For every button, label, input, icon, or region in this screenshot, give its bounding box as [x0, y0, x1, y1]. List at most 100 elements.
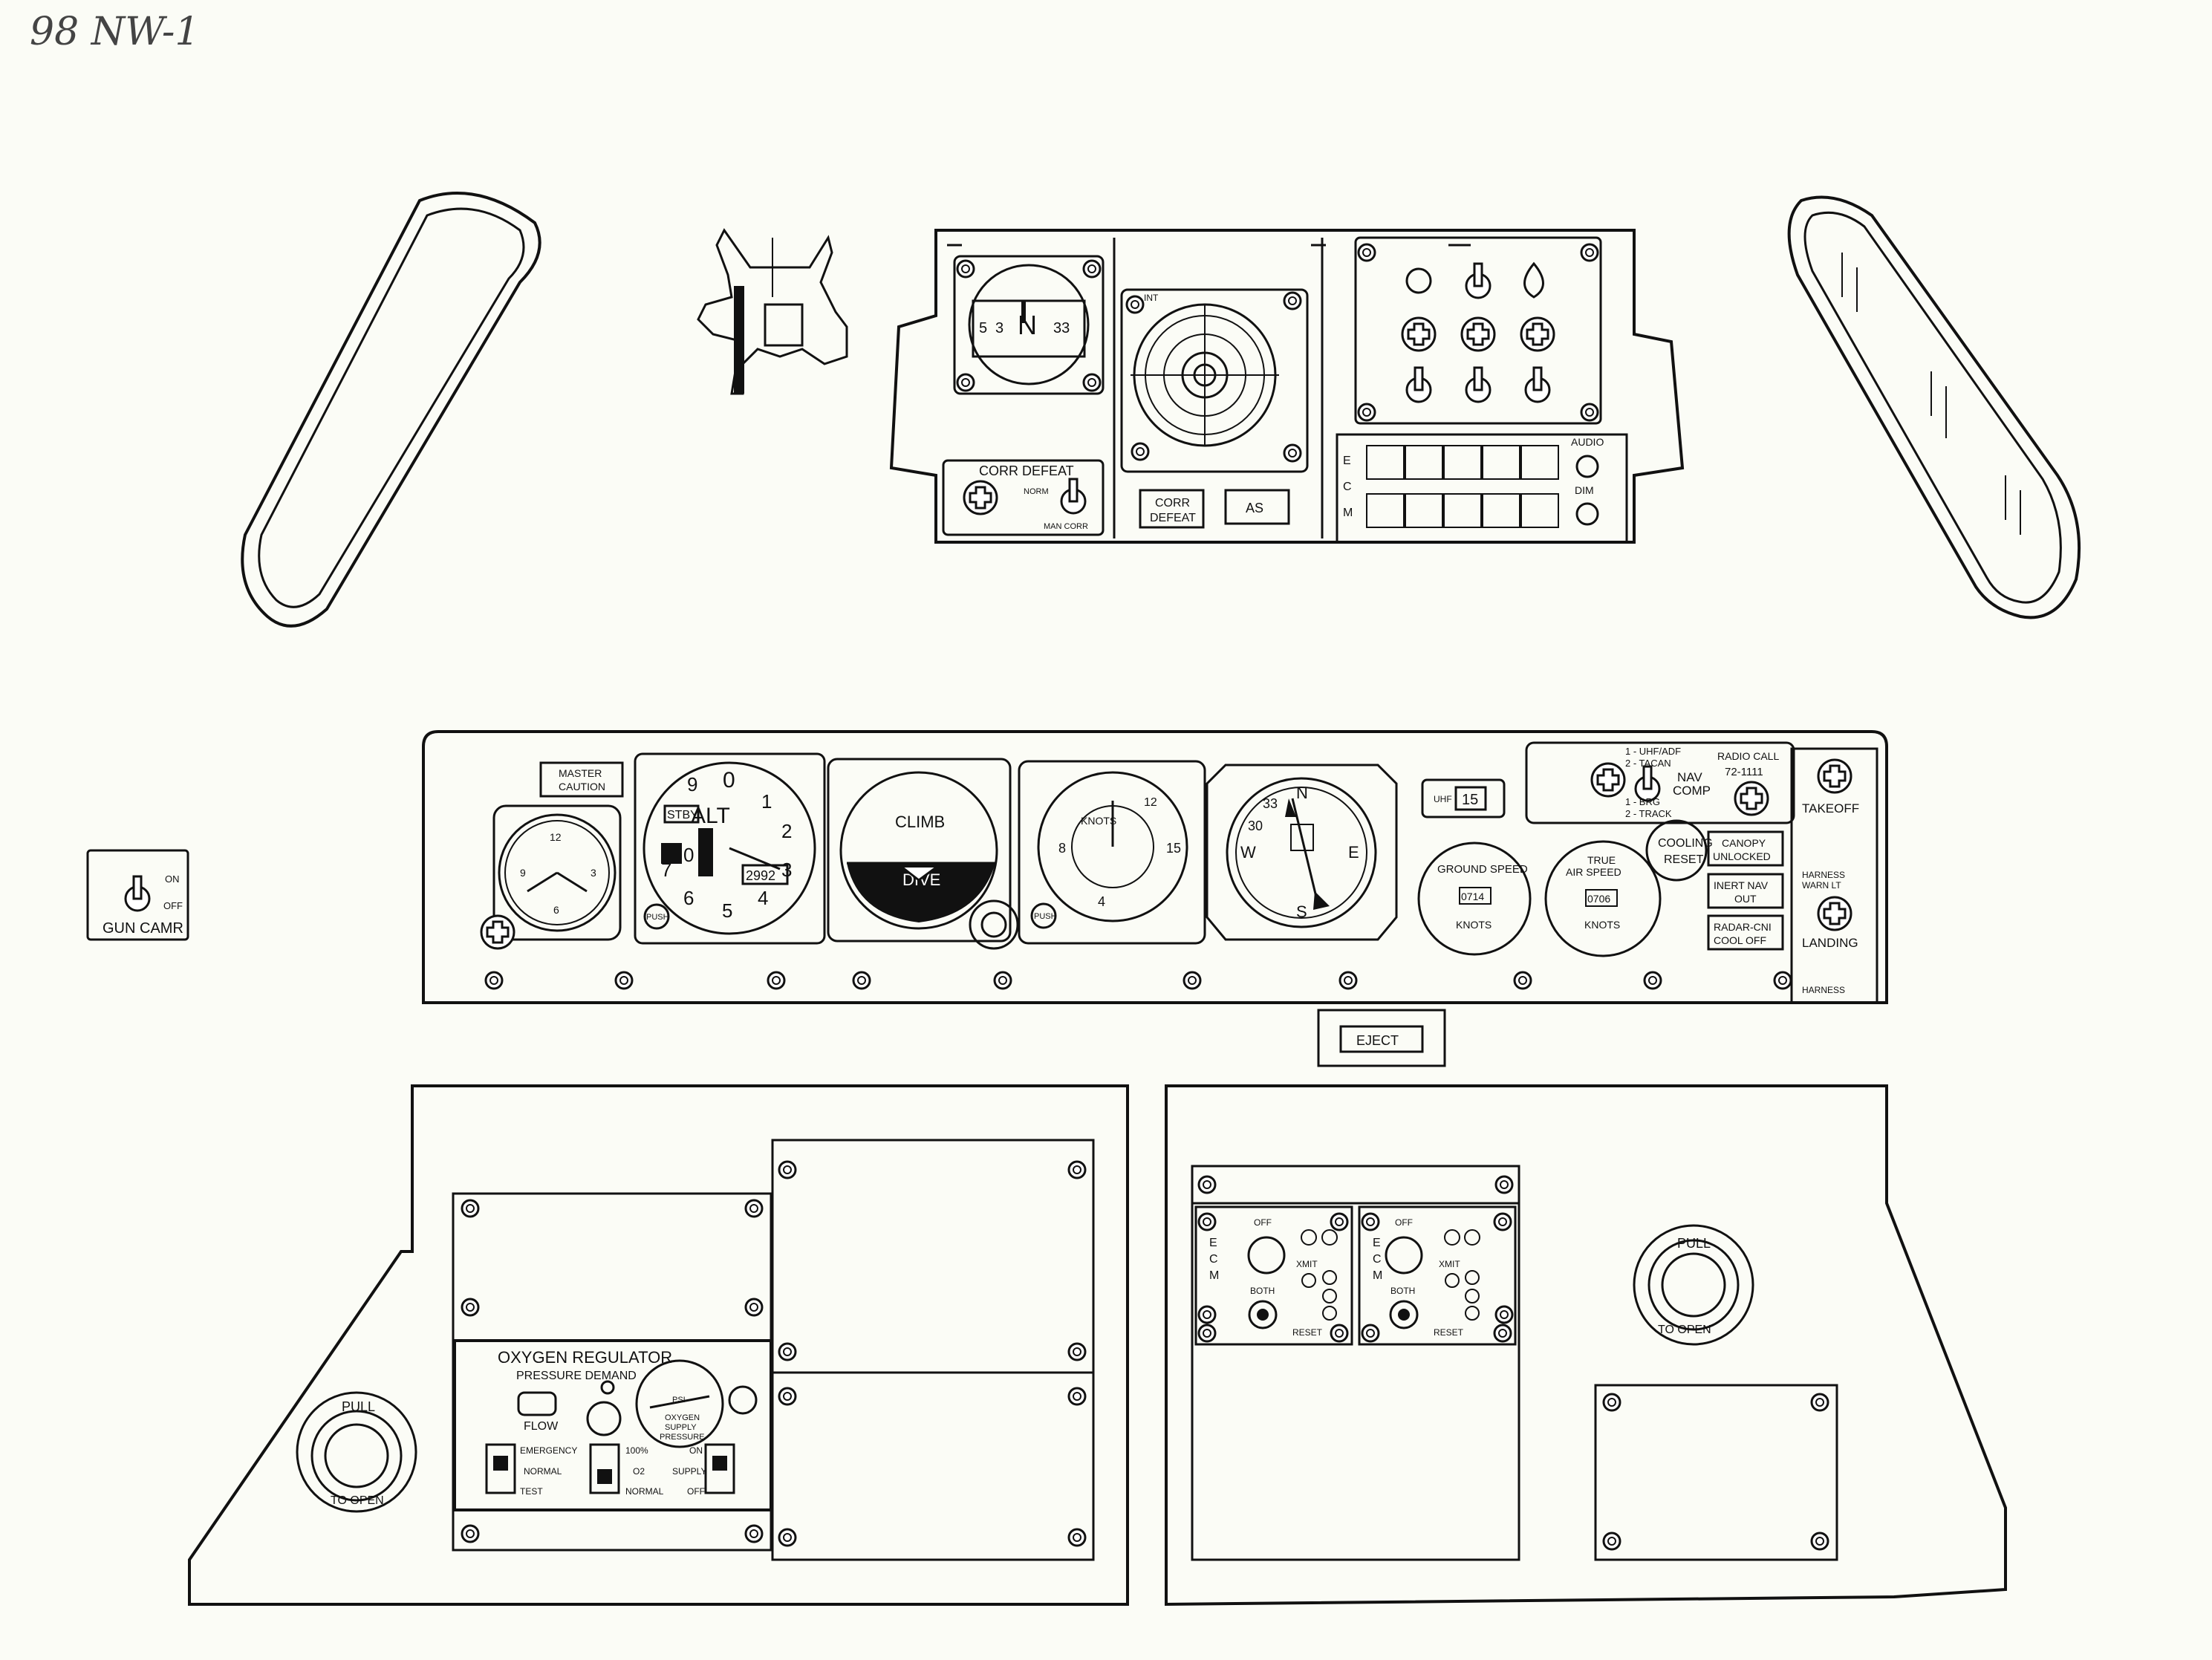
- svg-text:M: M: [1343, 507, 1353, 519]
- svg-text:5: 5: [979, 320, 987, 336]
- svg-text:EJECT: EJECT: [1356, 1033, 1399, 1048]
- canopy-unlocked-light: CANOPY UNLOCKED: [1707, 830, 1784, 867]
- handwritten-note: 98 NW-1: [30, 10, 200, 54]
- svg-text:6: 6: [683, 887, 694, 909]
- radar-scope: INT: [1120, 288, 1309, 473]
- svg-text:15: 15: [1462, 792, 1478, 808]
- eject-handle[interactable]: EJECT: [1317, 1009, 1446, 1067]
- diluter-switch[interactable]: [589, 1443, 620, 1494]
- svg-text:DEFEAT: DEFEAT: [1150, 512, 1196, 524]
- master-caution-light[interactable]: MASTER CAUTION: [539, 761, 624, 798]
- svg-text:O2: O2: [633, 1466, 645, 1477]
- svg-text:AS: AS: [1246, 501, 1263, 515]
- svg-text:9: 9: [687, 773, 697, 795]
- svg-text:MAN CORR: MAN CORR: [1044, 522, 1088, 531]
- rotary-knob-2[interactable]: [1460, 316, 1496, 352]
- svg-text:W: W: [1240, 843, 1256, 862]
- dim-knob[interactable]: [1575, 502, 1599, 526]
- svg-text:0714: 0714: [1461, 891, 1484, 902]
- svg-text:PRESSURE DEMAND: PRESSURE DEMAND: [516, 1370, 637, 1382]
- svg-text:CLIMB: CLIMB: [895, 813, 945, 831]
- svg-text:STBY: STBY: [667, 809, 698, 821]
- svg-text:4: 4: [758, 887, 768, 909]
- svg-text:NORMAL: NORMAL: [625, 1486, 664, 1497]
- emergency-switch[interactable]: [485, 1443, 516, 1494]
- toggle-switch-3[interactable]: [1465, 366, 1492, 403]
- cooling-reset-button[interactable]: COOLING RESET: [1645, 819, 1713, 882]
- svg-text:C: C: [1343, 481, 1352, 493]
- svg-text:PRESSURE: PRESSURE: [660, 1433, 705, 1442]
- toggle-switch-4[interactable]: [1524, 366, 1551, 403]
- svg-text:1: 1: [761, 790, 772, 813]
- oxygen-supply-pressure-gauge: PSI OXYGEN SUPPLY PRESSURE: [635, 1359, 724, 1448]
- right-canopy-window: [1787, 195, 2081, 619]
- svg-text:M: M: [1209, 1269, 1219, 1282]
- toggle-switch-1[interactable]: [1465, 262, 1492, 299]
- toggle-switch-2[interactable]: [1405, 366, 1432, 403]
- radar-cni-cool-off-light: RADAR-CNI COOL OFF: [1707, 914, 1784, 951]
- svg-text:AUDIO: AUDIO: [1571, 436, 1604, 448]
- svg-text:AIR SPEED: AIR SPEED: [1566, 866, 1621, 878]
- svg-text:5: 5: [722, 899, 732, 922]
- svg-text:E: E: [1373, 1237, 1381, 1249]
- svg-text:MASTER: MASTER: [559, 767, 602, 779]
- clock: 123 69: [480, 804, 622, 950]
- altimeter: ALT STBY 01 23 45 67 9 0 2992 PUSH: [634, 752, 826, 945]
- ecm-control-panel-2: ECM OFF XMIT BOTH RESET: [1358, 1205, 1517, 1346]
- svg-text:0: 0: [683, 844, 694, 866]
- svg-text:RADAR-CNI: RADAR-CNI: [1714, 921, 1772, 933]
- left-pull-to-open-handle[interactable]: PULL TO OPEN: [296, 1391, 417, 1513]
- svg-text:15: 15: [1166, 841, 1181, 856]
- svg-text:0: 0: [723, 768, 735, 792]
- svg-text:OXYGEN REGULATOR: OXYGEN REGULATOR: [498, 1348, 672, 1367]
- svg-text:UHF: UHF: [1434, 794, 1452, 804]
- svg-text:FLOW: FLOW: [524, 1420, 559, 1433]
- rotary-knob-1[interactable]: [1401, 316, 1437, 352]
- svg-text:OXYGEN: OXYGEN: [665, 1413, 700, 1422]
- corr-defeat-toggle-switch[interactable]: [1060, 478, 1087, 515]
- inert-nav-out-light: INERT NAV OUT: [1707, 873, 1784, 909]
- svg-text:GROUND SPEED: GROUND SPEED: [1437, 863, 1528, 876]
- svg-text:M: M: [1373, 1269, 1382, 1282]
- audio-knob[interactable]: [1575, 455, 1599, 478]
- svg-text:COMP: COMP: [1673, 784, 1711, 798]
- svg-text:PULL: PULL: [1677, 1236, 1711, 1251]
- svg-text:TRUE: TRUE: [1587, 854, 1616, 866]
- svg-text:PULL: PULL: [342, 1399, 375, 1414]
- svg-text:OUT: OUT: [1734, 893, 1757, 905]
- landing-knob[interactable]: [1817, 896, 1852, 931]
- svg-text:KNOTS: KNOTS: [1584, 919, 1620, 931]
- lower-right-console: [1165, 1084, 2007, 1607]
- gun-camera-toggle[interactable]: [124, 875, 151, 912]
- corr-defeat-button[interactable]: CORR DEFEAT: [1139, 489, 1205, 529]
- switch-knob-panel: [1354, 236, 1602, 425]
- takeoff-knob[interactable]: [1817, 758, 1852, 794]
- ground-speed-indicator: GROUND SPEED 0714 KNOTS: [1417, 842, 1532, 956]
- svg-text:RADIO CALL: RADIO CALL: [1717, 750, 1779, 762]
- svg-text:HARNESS: HARNESS: [1802, 985, 1845, 995]
- svg-text:WARN LT: WARN LT: [1802, 880, 1841, 891]
- svg-text:TAKEOFF: TAKEOFF: [1802, 801, 1859, 816]
- svg-text:XMIT: XMIT: [1296, 1259, 1318, 1269]
- svg-text:DIM: DIM: [1575, 484, 1594, 496]
- svg-text:CANOPY: CANOPY: [1722, 837, 1766, 849]
- svg-text:CAUTION: CAUTION: [559, 781, 605, 792]
- right-pull-to-open-handle[interactable]: PULL TO OPEN: [1633, 1224, 1754, 1346]
- svg-text:PUSH: PUSH: [1034, 912, 1057, 921]
- svg-text:HARNESS: HARNESS: [1802, 870, 1845, 880]
- svg-text:OFF: OFF: [1395, 1217, 1413, 1228]
- svg-text:COOL OFF: COOL OFF: [1714, 934, 1766, 946]
- supply-switch[interactable]: [704, 1443, 735, 1494]
- svg-text:12: 12: [550, 831, 562, 843]
- svg-text:E: E: [1343, 455, 1351, 467]
- rotary-knob-3[interactable]: [1520, 316, 1555, 352]
- svg-text:7: 7: [661, 859, 671, 881]
- svg-text:XMIT: XMIT: [1439, 1259, 1460, 1269]
- svg-text:BOTH: BOTH: [1390, 1286, 1415, 1296]
- svg-text:ON: ON: [165, 873, 180, 885]
- svg-text:C: C: [1373, 1253, 1382, 1266]
- svg-text:0706: 0706: [1587, 893, 1610, 905]
- oxygen-regulator-panel: OXYGEN REGULATOR PRESSURE DEMAND FLOW PS…: [453, 1339, 772, 1511]
- svg-text:3: 3: [995, 320, 1003, 336]
